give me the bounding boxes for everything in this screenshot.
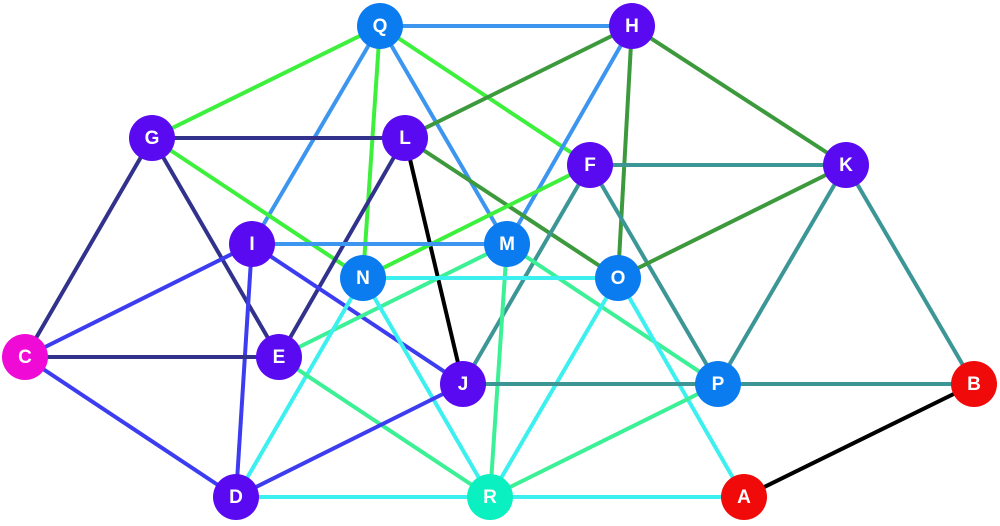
edge-G-N [150,136,365,280]
node-J: J [440,361,486,407]
edge-N-R [361,276,492,499]
node-label-H: H [625,16,639,37]
edge-layer [23,24,976,499]
node-circle-E [256,334,302,380]
node-label-Q: Q [373,16,388,37]
node-circle-G [129,115,175,161]
node-circle-Q [357,3,403,49]
edge-K-O [616,163,848,280]
node-circle-I [229,221,275,267]
edge-M-R [488,242,509,499]
edge-H-K [630,24,848,167]
edge-L-E [277,136,407,359]
node-label-I: I [249,234,254,255]
node-O: O [595,255,641,301]
edge-H-M [505,24,634,246]
node-B: B [951,361,997,407]
edge-F-N [361,163,592,280]
edge-O-A [616,276,746,499]
node-G: G [129,115,175,161]
edge-K-P [716,163,848,386]
node-F: F [567,142,613,188]
node-I: I [229,221,275,267]
edge-L-O [403,136,620,280]
edge-L-J [403,136,465,386]
edge-B-A [742,382,976,499]
edge-M-P [505,242,720,386]
node-circle-C [2,334,48,380]
node-label-D: D [229,487,243,508]
node-circle-K [823,142,869,188]
node-circle-R [467,474,513,520]
node-circle-B [951,361,997,407]
node-label-O: O [611,268,626,289]
edge-K-B [844,163,976,386]
node-label-J: J [458,374,469,395]
node-layer: Q H G L F K I M N O C E J P B D R A [2,3,997,520]
node-circle-D [213,474,259,520]
edge-H-O [616,24,634,280]
edge-P-R [488,382,720,499]
node-K: K [823,142,869,188]
node-circle-J [440,361,486,407]
node-label-B: B [967,374,981,395]
node-label-A: A [737,487,751,508]
edge-Q-I [250,24,382,246]
node-circle-H [609,3,655,49]
node-label-G: G [145,128,160,149]
node-P: P [695,361,741,407]
node-D: D [213,474,259,520]
node-circle-P [695,361,741,407]
edge-F-P [588,163,720,386]
node-circle-N [340,255,386,301]
edge-E-R [277,355,492,499]
edge-G-C [23,136,154,359]
edge-I-D [234,242,254,499]
node-R: R [467,474,513,520]
node-C: C [2,334,48,380]
edge-Q-M [378,24,509,246]
edge-G-E [150,136,281,359]
node-M: M [484,221,530,267]
node-circle-F [567,142,613,188]
edge-O-R [488,276,620,499]
node-label-F: F [584,155,596,176]
node-A: A [721,474,767,520]
node-circle-L [382,115,428,161]
edge-F-J [461,163,592,386]
edge-Q-F [378,24,592,167]
node-H: H [609,3,655,49]
edge-Q-N [361,24,382,280]
node-label-E: E [273,347,286,368]
edge-I-J [250,242,465,386]
edge-M-E [277,242,509,359]
node-label-K: K [839,155,853,176]
edge-N-D [234,276,365,499]
node-label-P: P [712,374,725,395]
node-L: L [382,115,428,161]
node-label-M: M [499,234,515,255]
edge-H-L [403,24,634,140]
node-E: E [256,334,302,380]
node-Q: Q [357,3,403,49]
edge-C-D [23,355,238,499]
node-circle-A [721,474,767,520]
node-label-C: C [18,347,32,368]
node-label-R: R [483,487,497,508]
edge-J-D [234,382,465,499]
node-circle-O [595,255,641,301]
node-label-L: L [399,128,411,149]
node-N: N [340,255,386,301]
node-label-N: N [356,268,370,289]
edge-I-C [23,242,254,359]
node-circle-M [484,221,530,267]
edge-Q-G [150,24,382,140]
